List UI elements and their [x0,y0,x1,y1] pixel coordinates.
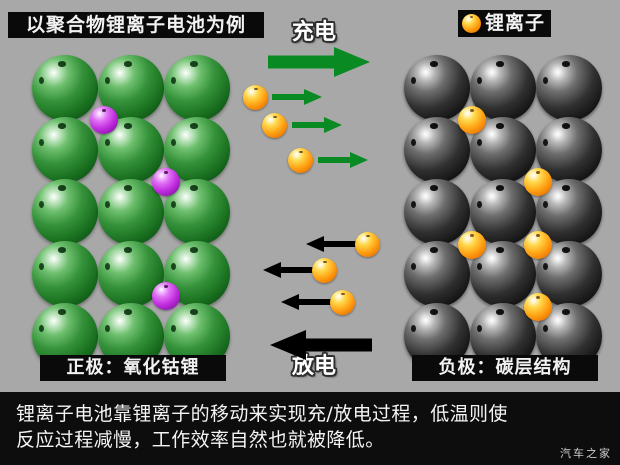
discharge-ion [312,258,337,283]
cathode-sphere [32,117,98,183]
charge-arrow [272,89,322,105]
discharge-arrow [306,236,356,252]
legend-label: 锂离子 [485,12,546,34]
cathode-embedded-ion [90,106,118,134]
anode-embedded-ion [524,168,552,196]
battery-diagram: 以聚合物锂离子电池为例 锂离子 充电 放电 [0,0,620,392]
anode-embedded-ion [458,231,486,259]
cathode-embedded-ion [152,282,180,310]
charge-main-arrow [268,47,370,77]
cathode-sphere [32,55,98,121]
anode-embedded-ion [458,106,486,134]
charge-ion [243,85,268,110]
discharge-arrow [263,262,313,278]
legend: 锂离子 [458,10,552,37]
caption-line-2: 反应过程减慢，工作效率自然也就被降低。 [16,429,385,451]
discharge-ion [330,290,355,315]
charge-arrow [292,117,342,133]
anode-sphere [404,241,470,307]
anode-plate: 负极：碳层结构 [412,355,598,381]
anode-sphere [404,55,470,121]
charge-ion [262,113,287,138]
cathode-embedded-ion [152,168,180,196]
caption-line-1: 锂离子电池靠锂离子的移动来实现充/放电过程，低温则使 [16,403,508,425]
anode-sphere [404,179,470,245]
cathode-sphere [32,241,98,307]
anode-sphere [404,117,470,183]
cathode-sphere [98,179,164,245]
watermark: 汽车之家 [560,447,612,460]
discharge-main-arrow [270,330,372,360]
discharge-ion [355,232,380,257]
charge-ion [288,148,313,173]
title-plate: 以聚合物锂离子电池为例 [8,12,264,38]
discharge-arrow [281,294,331,310]
cathode-sphere [32,179,98,245]
charge-label: 充电 [292,20,337,45]
anode-embedded-ion [524,231,552,259]
discharge-label: 放电 [292,354,337,379]
cathode-plate: 正极：氧化钴锂 [40,355,226,381]
lithium-ion-sphere-icon [462,14,481,33]
anode-sphere [536,55,602,121]
caption-bar: 锂离子电池靠锂离子的移动来实现充/放电过程，低温则使 反应过程减慢，工作效率自然… [0,392,620,465]
charge-arrow [318,152,368,168]
cathode-sphere [164,55,230,121]
anode-embedded-ion [524,293,552,321]
